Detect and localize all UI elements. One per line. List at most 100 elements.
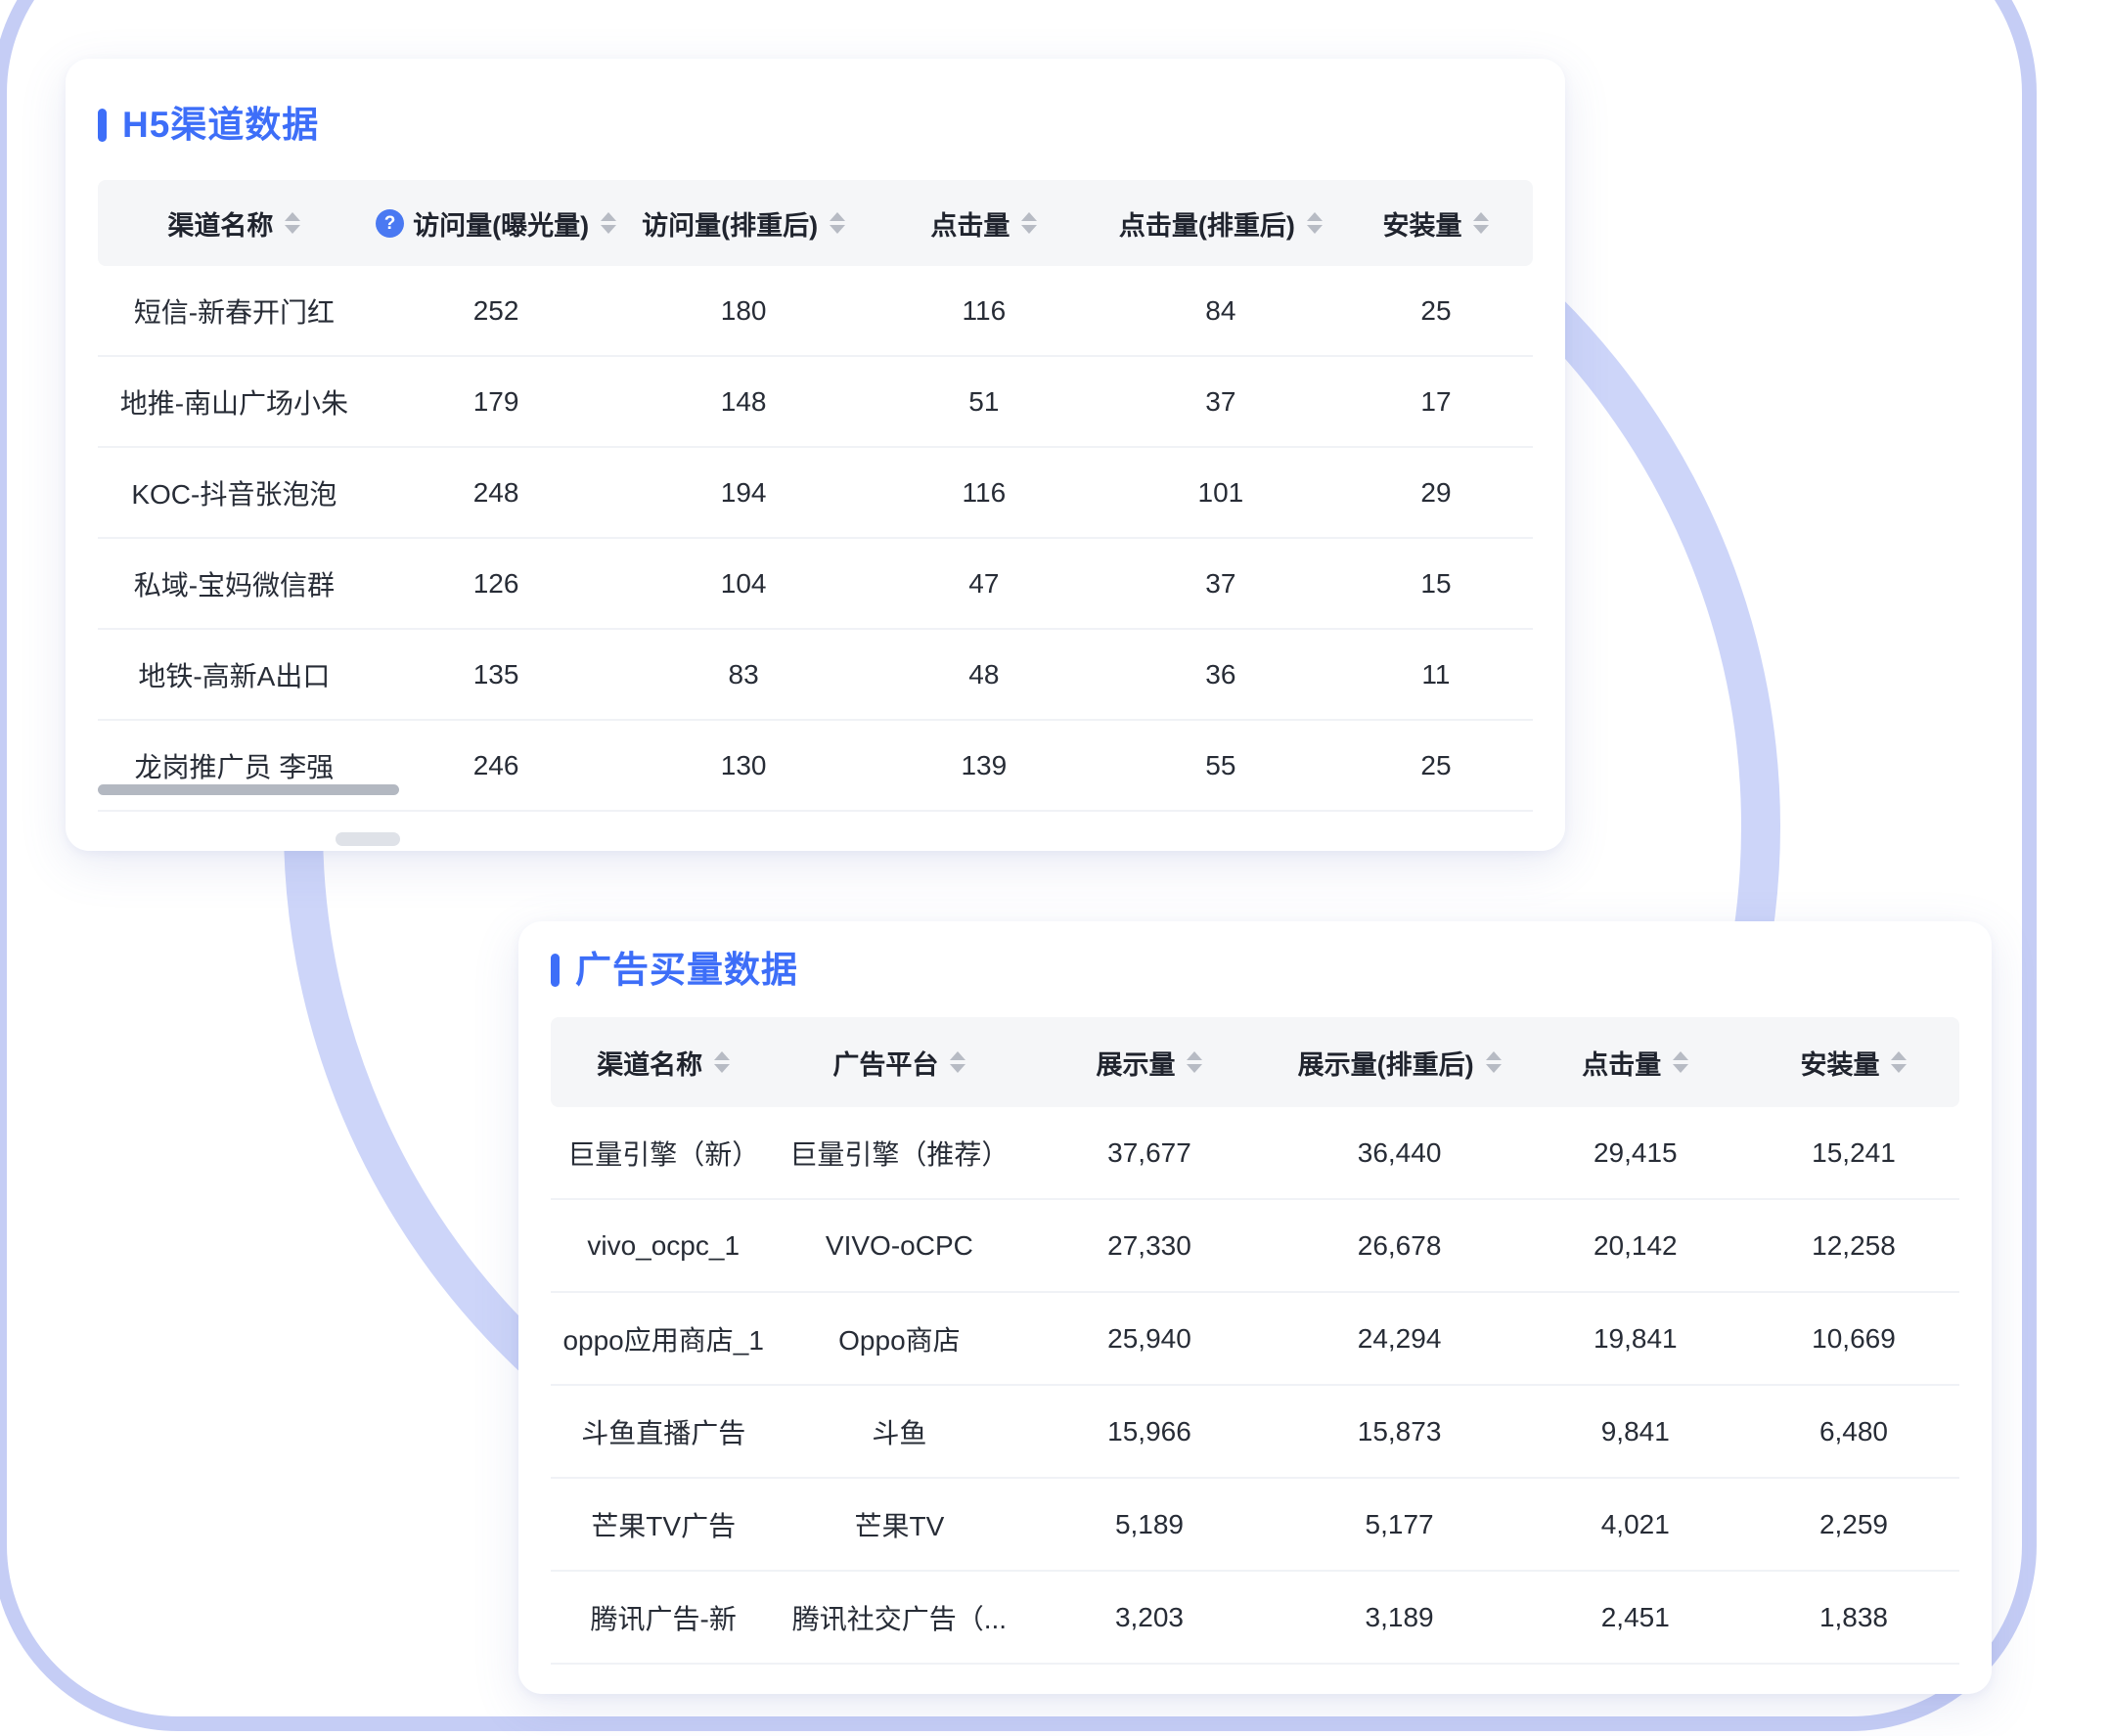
column-header[interactable]: 展示量 — [1022, 1017, 1277, 1107]
table-cell: 104 — [621, 538, 866, 630]
column-label: 渠道名称 — [167, 210, 274, 241]
table-cell: 130 — [621, 720, 866, 812]
table-cell: 地铁-高新A出口 — [98, 629, 371, 721]
column-label: 点击量 — [930, 210, 1010, 241]
table-cell: 194 — [621, 447, 866, 539]
column-header[interactable]: ? 访问量(曝光量) — [370, 180, 622, 266]
table-cell: 29,415 — [1522, 1107, 1748, 1200]
column-label: 展示量(排重后) — [1297, 1049, 1474, 1080]
ad-table: 渠道名称 广告平台 展示量 展示量(排重后) 点击量 安装量 巨量引擎（新）巨量引擎（推荐… — [551, 1017, 1959, 1665]
column-header-content: 展示量 — [1096, 1044, 1203, 1082]
help-icon[interactable]: ? — [376, 208, 405, 238]
sort-icon[interactable] — [1473, 212, 1490, 234]
column-header-content: 点击量 — [1582, 1044, 1689, 1082]
sort-icon[interactable] — [1187, 1051, 1203, 1073]
h5-table: 渠道名称? 访问量(曝光量) 访问量(排重后) 点击量 点击量(排重后) 安装量 短信-新… — [98, 180, 1533, 812]
sort-icon[interactable] — [950, 1051, 966, 1073]
table-cell: 25,940 — [1022, 1292, 1277, 1386]
table-cell: 36,440 — [1276, 1107, 1523, 1200]
table-cell: VIVO-oCPC — [776, 1199, 1023, 1293]
sort-icon[interactable] — [285, 212, 301, 234]
column-header[interactable]: 点击量 — [1522, 1017, 1748, 1107]
column-header[interactable]: 渠道名称 — [551, 1017, 777, 1107]
table-cell: 47 — [865, 538, 1102, 630]
table-cell: 25 — [1338, 266, 1533, 357]
sort-icon[interactable] — [1306, 212, 1323, 234]
table-cell: 248 — [370, 447, 622, 539]
table-cell: 25 — [1338, 720, 1533, 812]
table-cell: 巨量引擎（推荐） — [776, 1107, 1023, 1200]
column-header[interactable]: 安装量 — [1338, 180, 1533, 266]
table-cell: 5,189 — [1022, 1478, 1277, 1572]
table-cell: 139 — [865, 720, 1102, 812]
table-cell: 15,873 — [1276, 1385, 1523, 1479]
table-cell: 短信-新春开门红 — [98, 266, 371, 357]
h5-card-title-row: H5渠道数据 — [98, 104, 1533, 147]
table-cell: 5,177 — [1276, 1478, 1523, 1572]
column-header-content: 展示量(排重后) — [1298, 1044, 1502, 1082]
table-cell: 252 — [370, 266, 622, 357]
column-header-content: 渠道名称 — [597, 1044, 731, 1082]
column-header[interactable]: 渠道名称 — [98, 180, 371, 266]
column-header-content: ? 访问量(曝光量) — [376, 204, 617, 243]
table-cell: 135 — [370, 629, 622, 721]
table-cell: 19,841 — [1522, 1292, 1748, 1386]
sort-icon[interactable] — [1891, 1051, 1908, 1073]
table-cell: 15,241 — [1747, 1107, 1959, 1200]
column-header-content: 广告平台 — [832, 1044, 966, 1082]
table-cell: 地推-南山广场小朱 — [98, 356, 371, 448]
column-header[interactable]: 展示量(排重后) — [1276, 1017, 1523, 1107]
table-cell: 17 — [1338, 356, 1533, 448]
column-label: 访问量(曝光量) — [413, 210, 590, 241]
column-header-content: 点击量(排重后) — [1119, 204, 1323, 243]
table-cell: vivo_ocpc_1 — [551, 1199, 777, 1293]
table-cell: 148 — [621, 356, 866, 448]
scrollbar-stub[interactable] — [336, 832, 400, 846]
table-cell: 4,021 — [1522, 1478, 1748, 1572]
sort-icon[interactable] — [714, 1051, 731, 1073]
table-cell: 126 — [370, 538, 622, 630]
ad-card-title-row: 广告买量数据 — [551, 949, 1959, 992]
table-cell: 55 — [1101, 720, 1339, 812]
table-cell: 84 — [1101, 266, 1339, 357]
table-cell: 15 — [1338, 538, 1533, 630]
column-header[interactable]: 安装量 — [1747, 1017, 1959, 1107]
sort-icon[interactable] — [1021, 212, 1038, 234]
table-cell: 36 — [1101, 629, 1339, 721]
sort-icon[interactable] — [1485, 1051, 1502, 1073]
table-cell: KOC-抖音张泡泡 — [98, 447, 371, 539]
column-header-content: 访问量(排重后) — [642, 204, 846, 243]
h5-card-title: H5渠道数据 — [122, 105, 320, 145]
table-cell: 37 — [1101, 538, 1339, 630]
sort-icon[interactable] — [601, 212, 617, 234]
column-label: 渠道名称 — [597, 1049, 703, 1080]
table-cell: 巨量引擎（新） — [551, 1107, 777, 1200]
table-cell: 15,966 — [1022, 1385, 1277, 1479]
column-label: 广告平台 — [832, 1049, 939, 1080]
column-header[interactable]: 广告平台 — [776, 1017, 1023, 1107]
sort-icon[interactable] — [1673, 1051, 1689, 1073]
table-cell: 11 — [1338, 629, 1533, 721]
column-header[interactable]: 访问量(排重后) — [621, 180, 866, 266]
table-cell: 26,678 — [1276, 1199, 1523, 1293]
table-cell: 斗鱼 — [776, 1385, 1023, 1479]
table-cell: 246 — [370, 720, 622, 812]
ad-card-title: 广告买量数据 — [575, 950, 798, 990]
table-cell: 3,203 — [1022, 1571, 1277, 1665]
horizontal-scrollbar-thumb[interactable] — [98, 784, 399, 795]
column-header-content: 渠道名称 — [167, 204, 301, 243]
column-header[interactable]: 点击量 — [865, 180, 1102, 266]
column-label: 安装量 — [1800, 1049, 1880, 1080]
sort-icon[interactable] — [830, 212, 846, 234]
table-cell: 芒果TV广告 — [551, 1478, 777, 1572]
column-header[interactable]: 点击量(排重后) — [1101, 180, 1339, 266]
title-accent-bar — [551, 954, 560, 987]
